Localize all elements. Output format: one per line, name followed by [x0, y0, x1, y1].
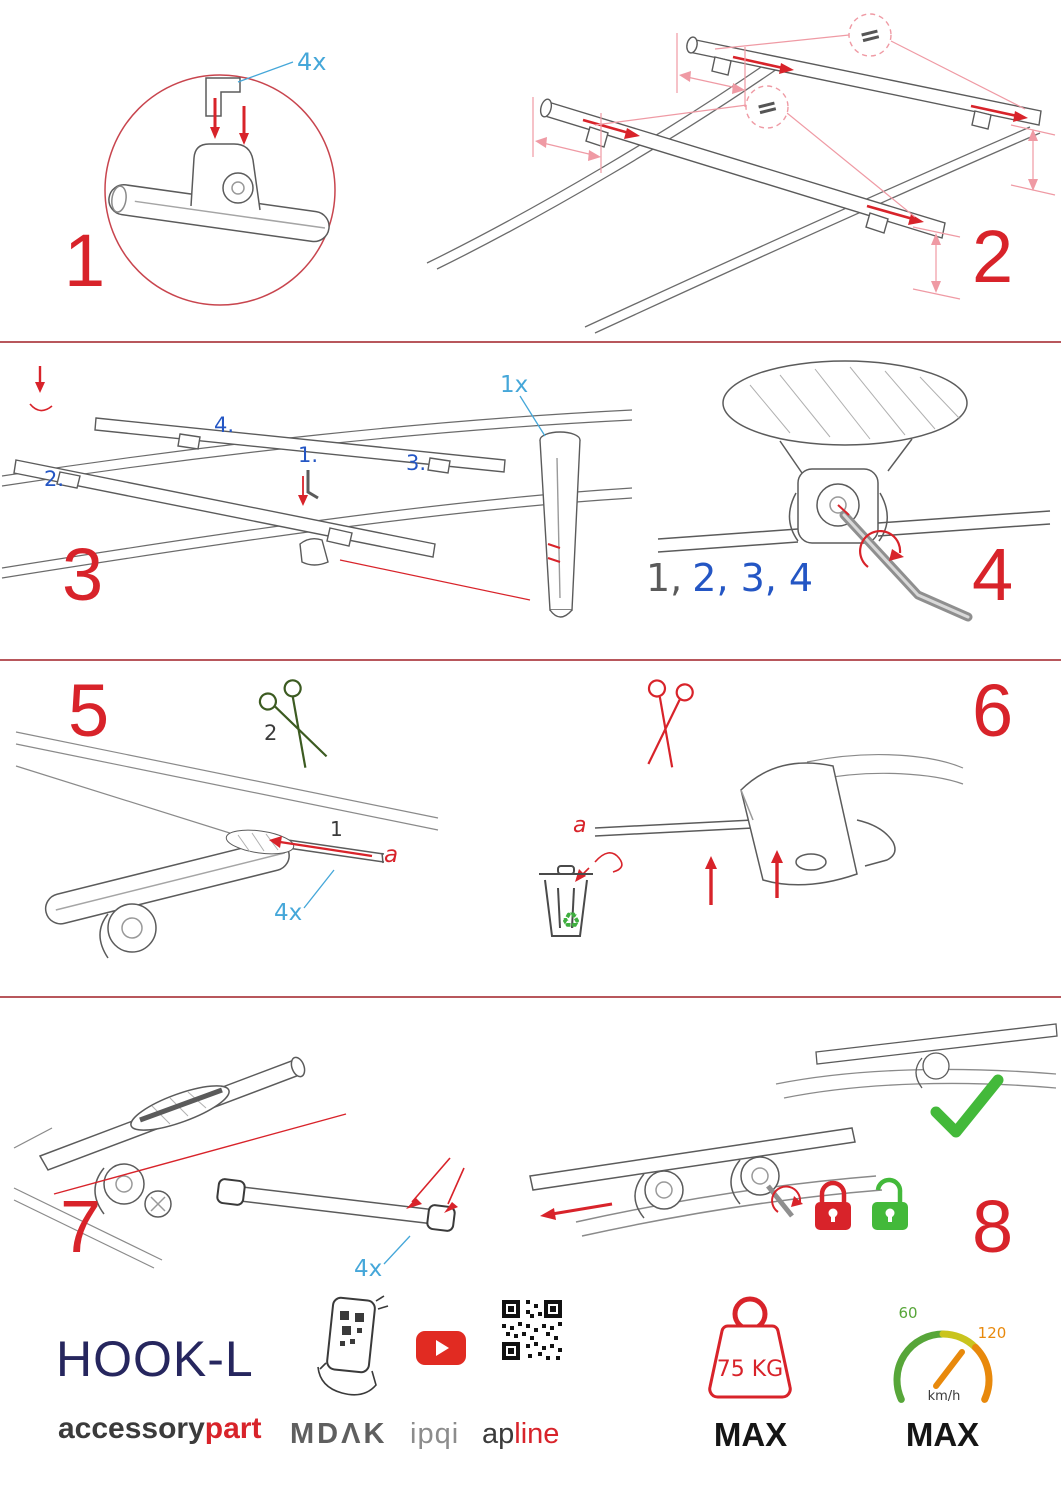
magnifier-circle-icon	[104, 74, 336, 306]
section-divider	[0, 341, 1061, 343]
allen-key-icon	[839, 510, 973, 622]
brand-right: part	[204, 1412, 262, 1445]
step6-number: 6	[972, 669, 1013, 752]
insert-arrows-icon	[210, 98, 249, 145]
sequence-rest: 2, 3, 4	[692, 556, 814, 600]
brand-logo: accessorypart	[58, 1412, 261, 1446]
trash-bin-icon	[539, 865, 593, 937]
step2-illustration: = =	[426, 13, 1056, 334]
push-up-arrows-icon	[705, 850, 783, 905]
measure-marks-icon	[532, 33, 1056, 300]
youtube-icon	[416, 1331, 466, 1365]
weight-max-label: MAX	[713, 1416, 788, 1453]
step5-qty-label: 4x	[274, 900, 302, 926]
logo-apline-right: line	[514, 1418, 560, 1450]
step3-mark-2: 2.	[44, 467, 64, 491]
allen-key-icon	[306, 470, 319, 500]
recycle-icon: ♻	[561, 909, 581, 934]
weight-value: 75 KG	[717, 1357, 783, 1382]
pull-arrow-icon	[269, 836, 373, 858]
padlock-unlocked-icon	[872, 1177, 908, 1230]
step5-mark-a: a	[384, 842, 398, 868]
speed-high-label: 120	[978, 1324, 1007, 1342]
step4-illustration	[657, 360, 1051, 622]
logo-mdak: MDΛK	[290, 1418, 388, 1450]
phone-qr-icon	[317, 1295, 389, 1396]
slide-arrows-icon	[582, 55, 1028, 225]
step7-illustration: 4x	[13, 1056, 465, 1282]
logo-apline-left: ap	[482, 1418, 515, 1450]
step8-number: 8	[972, 1185, 1013, 1268]
product-name: HOOK-L	[56, 1331, 254, 1387]
step6-mark-a: a	[573, 813, 586, 838]
step7-number: 7	[60, 1185, 101, 1268]
padlock-locked-icon	[815, 1180, 851, 1230]
step3-qty-label: 1x	[500, 372, 528, 398]
step5-illustration: 2 1 a 4x	[15, 679, 439, 959]
check-icon	[930, 1074, 1004, 1138]
step3-number: 3	[62, 533, 103, 616]
speedometer-icon: 60 120 km/h	[893, 1304, 1007, 1404]
step3-mark-1: 1.	[298, 443, 318, 467]
section-divider	[0, 659, 1061, 661]
brand-left: accessory	[58, 1412, 205, 1445]
slide-arrow-icon	[540, 1202, 613, 1220]
step7-qty-label: 4x	[354, 1256, 382, 1282]
step1-qty-label: 4x	[297, 48, 326, 76]
step6-illustration: a ♻	[539, 679, 964, 937]
weight-limit-icon: 75 KG	[708, 1296, 792, 1399]
step3-mark-3: 3.	[406, 451, 426, 475]
needle-icon	[933, 1349, 965, 1389]
logo-ipqi: ipqi	[410, 1418, 460, 1450]
step4-number: 4	[972, 533, 1013, 616]
scissors-icon	[258, 679, 328, 768]
step4-sequence: 1,2, 3, 4	[646, 556, 813, 600]
step3-illustration: 2. 4. 1. 3. 1x	[1, 366, 633, 618]
tighten-arrow-icon	[837, 504, 904, 568]
qr-code-icon	[500, 1298, 564, 1362]
step1-number: 1	[64, 219, 105, 302]
torque-tool	[539, 431, 581, 618]
step5-mark-1: 1	[330, 817, 343, 841]
turn-arrow-icon	[771, 1185, 803, 1213]
step5-number: 5	[68, 669, 109, 752]
scissors-icon	[647, 679, 694, 768]
step2-number: 2	[972, 215, 1013, 298]
step5-mark-2: 2	[264, 721, 277, 745]
speed-unit-label: km/h	[928, 1389, 961, 1404]
logo-apline: apline	[482, 1418, 559, 1451]
speed-low-label: 60	[898, 1304, 917, 1322]
step1-illustration: 4x	[104, 48, 336, 306]
sequence-first: 1,	[646, 556, 683, 600]
end-caps	[216, 1178, 456, 1232]
step3-mark-4: 4.	[214, 413, 234, 437]
speed-max-label: MAX	[905, 1416, 980, 1453]
play-icon	[436, 1340, 449, 1356]
step8-illustration	[529, 1023, 1058, 1237]
section-divider	[0, 996, 1061, 998]
